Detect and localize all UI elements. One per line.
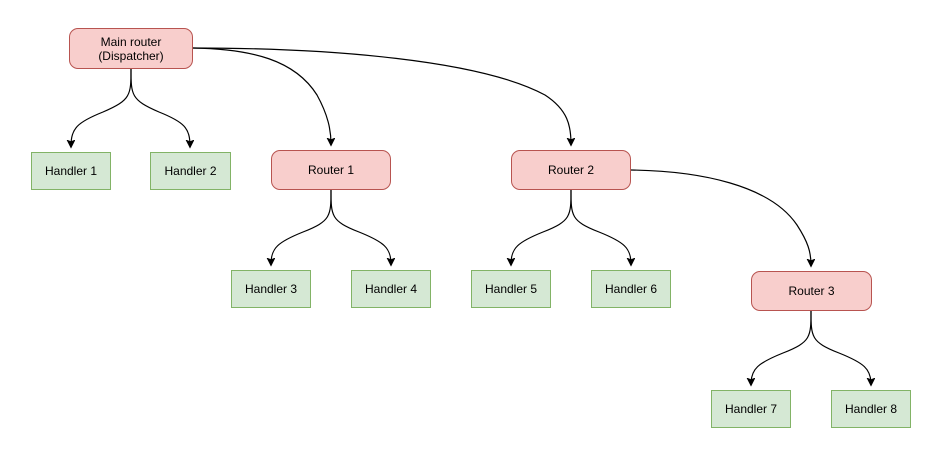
node-handler-5[interactable]: Handler 5 [471,270,551,308]
node-label-router-3: Router 3 [788,284,835,298]
edge-group [71,47,871,384]
node-label-router-2: Router 2 [547,163,595,177]
node-label-handler-7: Handler 7 [724,402,778,416]
node-handler-3[interactable]: Handler 3 [231,270,311,308]
edge-router-3-to-handler-7 [751,310,812,384]
edge-router-3-to-handler-8 [810,310,871,384]
node-label-handler-1: Handler 1 [44,164,98,178]
node-label-main-router: Main router (Dispatcher) [98,34,164,63]
edge-router-1-to-handler-3 [271,189,332,264]
node-handler-4[interactable]: Handler 4 [351,270,431,308]
node-handler-7[interactable]: Handler 7 [711,390,791,428]
node-router-3[interactable]: Router 3 [751,271,872,311]
edge-router-2-to-handler-6 [570,189,631,264]
node-handler-2[interactable]: Handler 2 [150,152,231,190]
node-label-handler-3: Handler 3 [244,282,298,296]
edge-router-1-to-handler-4 [330,189,391,264]
node-label-handler-5: Handler 5 [484,282,538,296]
edge-main-to-router-1 [192,47,331,144]
edge-router-2-to-router-3 [630,169,811,265]
node-handler-8[interactable]: Handler 8 [831,390,911,428]
node-label-handler-6: Handler 6 [604,282,658,296]
edge-main-to-handler-1 [71,68,132,146]
node-router-1[interactable]: Router 1 [271,150,391,190]
node-handler-1[interactable]: Handler 1 [31,152,111,190]
node-label-handler-2: Handler 2 [164,164,217,178]
node-router-2[interactable]: Router 2 [511,150,631,190]
edge-main-to-handler-2 [130,68,190,146]
node-label-router-1: Router 1 [307,163,355,177]
node-handler-6[interactable]: Handler 6 [591,270,671,308]
node-label-handler-4: Handler 4 [364,282,418,296]
edge-router-2-to-handler-5 [511,189,572,264]
edge-main-to-router-2 [192,47,571,144]
node-main-router[interactable]: Main router (Dispatcher) [69,28,193,69]
node-label-handler-8: Handler 8 [844,402,898,416]
